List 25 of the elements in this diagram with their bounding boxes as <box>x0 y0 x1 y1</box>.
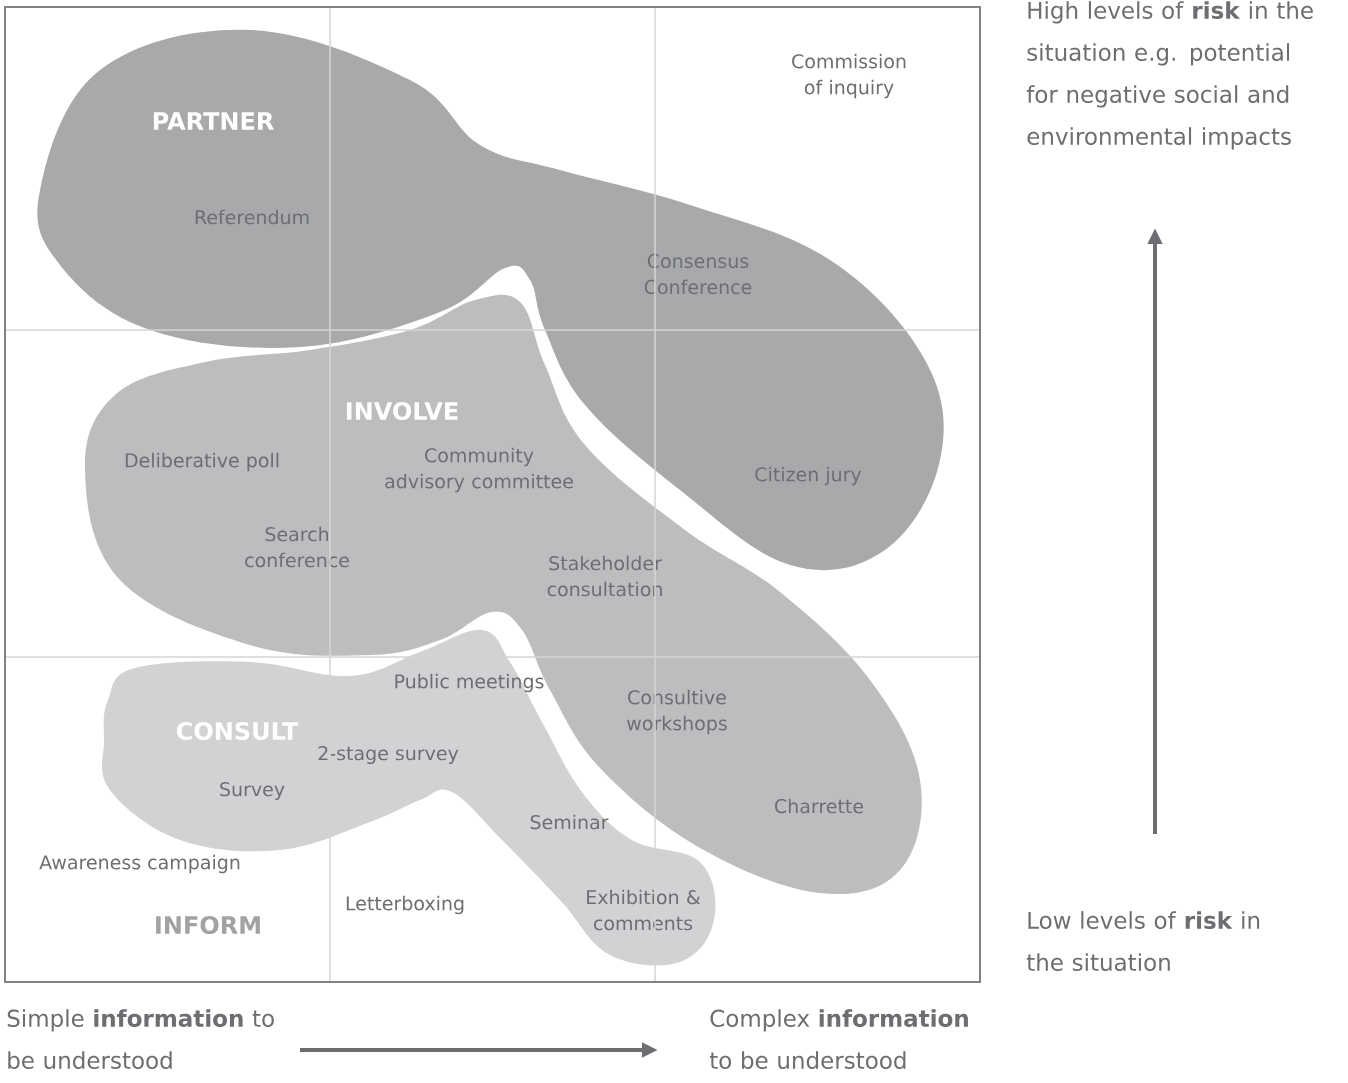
method-label: Citizen jury <box>755 466 862 486</box>
method-label: Commission of inquiry <box>792 53 906 99</box>
region-heading: INVOLVE <box>346 401 458 421</box>
method-label: Seminar <box>530 814 609 830</box>
axis-caption: High levels of risk in the situation e.g. potential for negative social and environmental impacts <box>1026 1 1313 150</box>
method-label: 2-stage survey <box>318 745 459 764</box>
method-label: Survey <box>220 781 285 800</box>
method-label: Consensus Conference <box>644 253 752 295</box>
method-label: Consultive workshops <box>627 689 727 735</box>
region-heading: PARTNER <box>153 112 274 130</box>
method-label: Exhibition & comments <box>587 889 701 931</box>
axis-caption: Complex information to be understood <box>709 1009 968 1069</box>
method-label: Community advisory committee <box>385 447 573 493</box>
region-heading: INFORM <box>156 915 260 935</box>
method-label: Search conference <box>245 526 349 568</box>
axis-caption: Low levels of risk in the situation <box>1026 911 1260 971</box>
method-label: Charrette <box>775 798 864 814</box>
method-label: Letterboxing <box>346 895 464 915</box>
region-blob <box>37 29 944 571</box>
axis-caption: Simple information to be understood <box>7 1009 274 1069</box>
method-label: Deliberative poll <box>125 452 279 472</box>
method-label: Awareness campaign <box>39 854 240 874</box>
method-label: Public meetings <box>395 673 544 693</box>
method-label: Referendum <box>195 209 309 225</box>
method-label: Stakeholder consultation <box>547 555 662 597</box>
